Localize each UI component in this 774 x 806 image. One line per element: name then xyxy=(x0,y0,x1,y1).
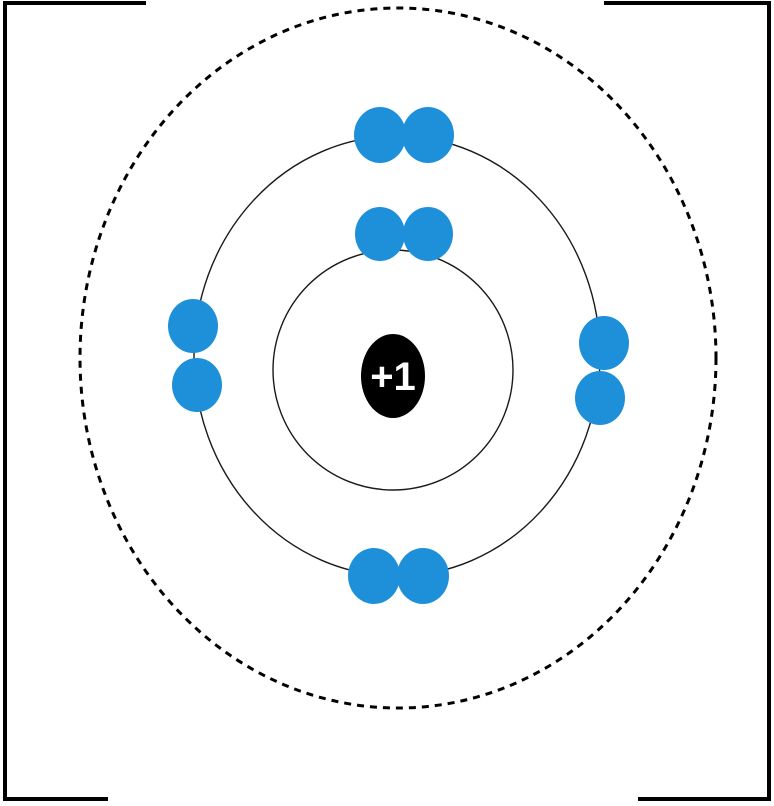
electron xyxy=(168,299,218,353)
left-bracket xyxy=(5,3,146,799)
electron xyxy=(579,316,629,370)
electron xyxy=(575,371,625,425)
electron xyxy=(354,107,406,163)
electron xyxy=(402,107,454,163)
nucleus-charge-label: +1 xyxy=(370,355,416,399)
electron xyxy=(348,548,400,604)
electron xyxy=(355,207,405,261)
electron xyxy=(172,358,222,412)
electron xyxy=(403,207,453,261)
electron xyxy=(397,548,449,604)
right-bracket xyxy=(604,3,769,799)
shell-1-electrons xyxy=(355,207,453,261)
nucleus: +1 xyxy=(361,334,425,418)
